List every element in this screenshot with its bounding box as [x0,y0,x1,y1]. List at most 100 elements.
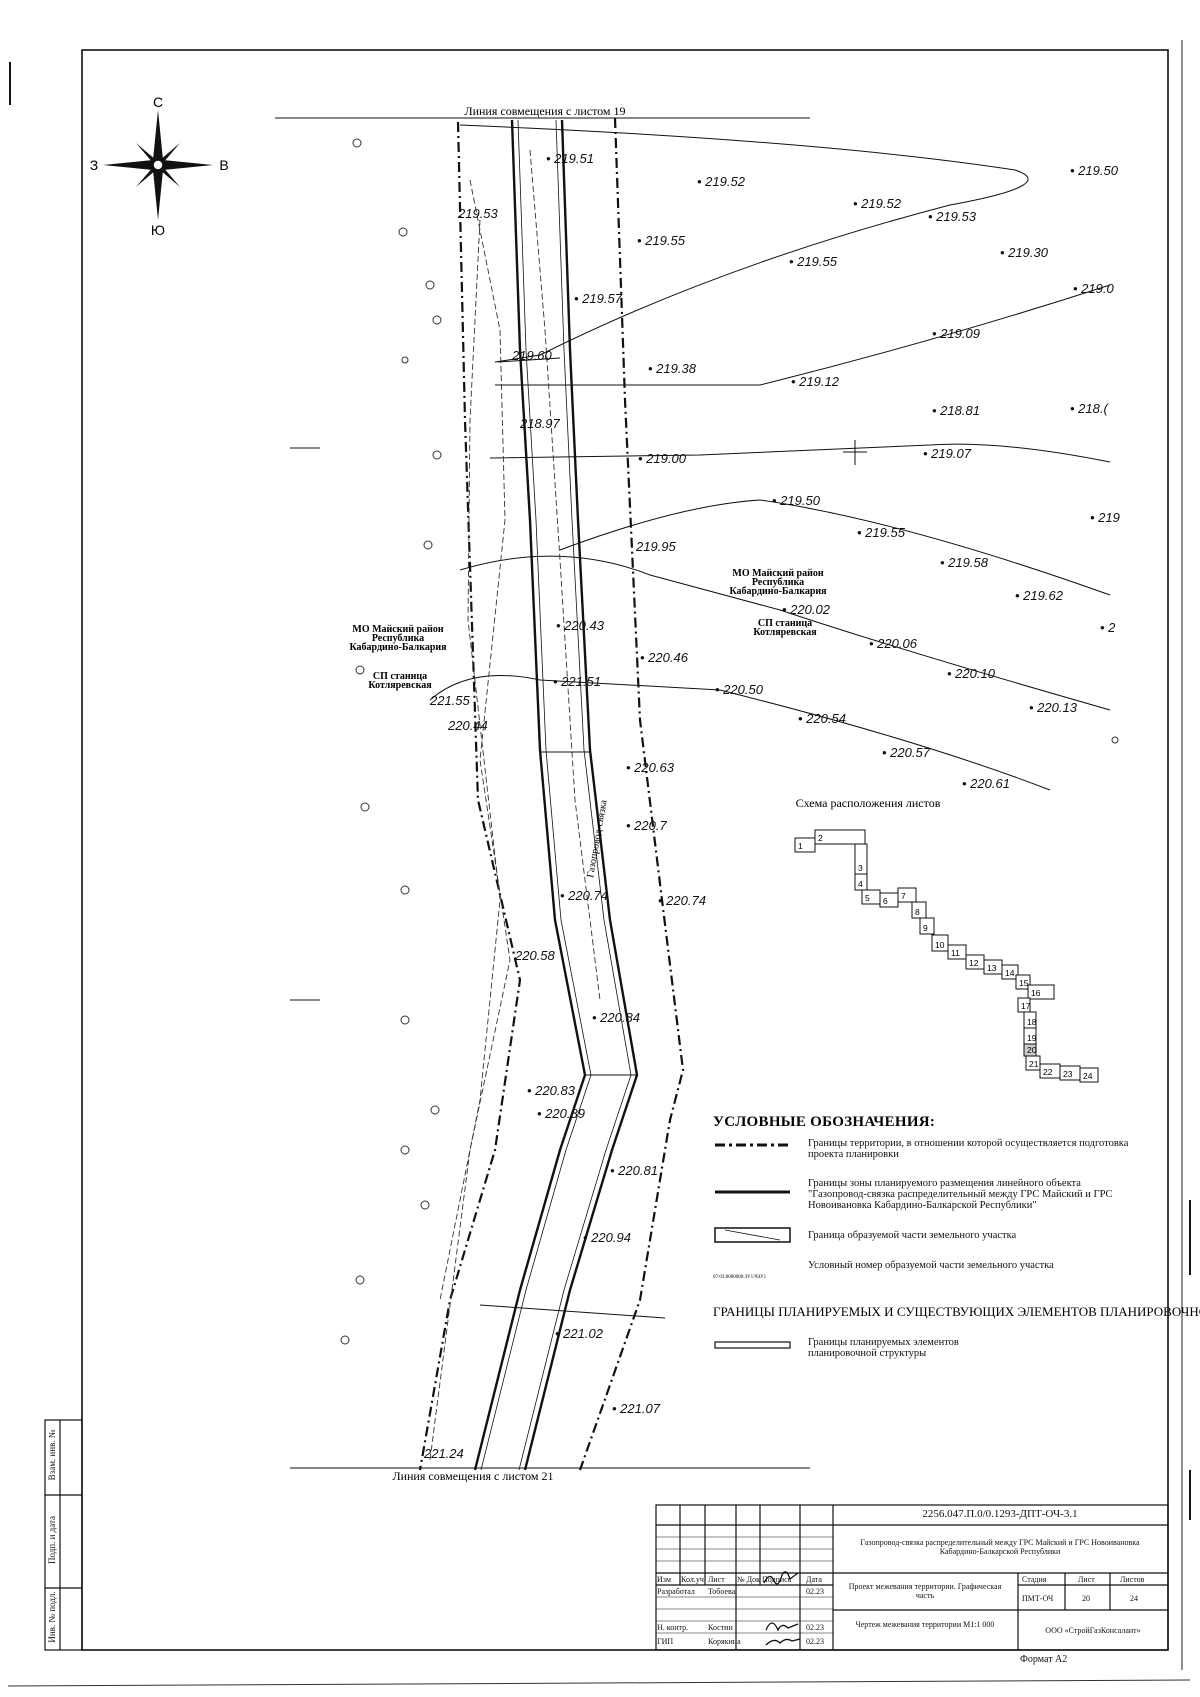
scheme-sheet-label: 19 [1027,1033,1037,1043]
side-stamp-inv: Инв. № подл. [47,1591,57,1643]
elevation-label: • 219.07 [923,446,972,461]
pipeline-corridor [473,119,639,1471]
tb-stage-header: Стадия [1022,1575,1047,1584]
elevation-label: • 219.50 [772,493,821,508]
elevation-label: • 220.74 [560,888,608,903]
match-line-top-label: Линия совмещения с листом 19 [464,104,625,118]
region-label-line: МО Майский район [732,568,823,579]
tb-drawing-name: Чертеж межевания территории М1:1 000 [855,1620,995,1629]
elevation-label: • 220.94 [583,1230,631,1245]
elevation-label: • 219.55 [789,254,838,269]
region-labels: МО Майский район Республика Кабардино-Ба… [349,568,827,691]
tb-date-developer: 02.23 [806,1587,824,1596]
legend-item-structure-element: Границы планируемых элементов планировоч… [808,1337,959,1359]
region-label-line: СП станица [758,618,812,629]
tb-role-nkontr: Н. контр. [657,1623,689,1632]
scheme-sheet-box [911,901,927,919]
elevation-label: • 221.02 [555,1326,604,1341]
elevation-label: • 221.51 [553,674,601,689]
tb-col-kolich: Кол.уч [681,1575,704,1584]
elevation-label: 221.55 [429,693,471,708]
legend-item-land-part-number: Условный номер образуемой части земельно… [808,1260,1054,1271]
scheme-sheet-box [897,887,917,903]
region-label-line: Республика [752,577,804,588]
elevation-label: • 221.07 [612,1401,661,1416]
side-stamp-vzam: Взам. инв. № [47,1429,57,1481]
tb-section-name: Проект межевания территории. Графическая… [848,1582,1002,1600]
tb-role-developer: Разработал [657,1587,695,1596]
scheme-sheet-label: 22 [1043,1067,1053,1077]
cross-lines [290,357,867,1319]
scheme-sheet-label: 20 [1027,1045,1037,1055]
title-block-frame [655,1504,1169,1651]
elevation-label: 220.58 [514,948,556,963]
tb-format: Формат А2 [1020,1654,1068,1665]
title-block-object: Газопровод-связка распределительный межд… [860,1538,1140,1556]
elevation-label: • 219.58 [940,555,989,570]
legend-item-corridor: Границы зоны планируемого размещения лин… [808,1178,1113,1211]
legend-item-land-part: Граница образуемой части земельного учас… [808,1230,1017,1241]
elevation-label: • 219.55 [857,525,906,540]
scheme-sheet-label: 3 [858,863,863,873]
elevation-label: • 219.00 [638,451,687,466]
legend-title: УСЛОВНЫЕ ОБОЗНАЧЕНИЯ: [713,1114,935,1130]
legend-symbol-structure-element [714,1341,791,1349]
scheme-sheet-box [947,944,967,960]
scheme-sheet-box [931,934,949,952]
compass-north: С [153,94,163,110]
scheme-sheet-box [854,873,868,891]
elevation-label: • 219.12 [791,374,840,389]
elevation-label: 220.44 [447,718,488,733]
elevation-label: • 2 [1100,620,1116,635]
contour-lines [429,124,1111,791]
match-line-bottom-label: Линия совмещения с листом 21 [392,1469,553,1483]
elevation-label: 219.60 [511,348,553,363]
tb-date-gip: 02.23 [806,1637,824,1646]
elevation-label: • 220.63 [626,760,675,775]
tb-company: ООО «СтройГазКонсалант» [1045,1626,1141,1635]
scheme-sheet-label: 14 [1005,968,1015,978]
elevation-label: • 219.50 [1070,163,1119,178]
side-stamp-podp: Подп. и дата [47,1515,57,1565]
scheme-sheet-label: 16 [1031,988,1041,998]
elevation-label: • 220.57 [882,745,931,760]
tb-col-date: Дата [806,1575,822,1584]
signature-marks [763,1571,801,1646]
legend-symbol-land-part-hatch [724,1229,781,1241]
scheme-sheet-label: 13 [987,963,997,973]
scheme-sheet-label: 10 [935,940,945,950]
tb-date-nkontr: 02.23 [806,1623,824,1632]
scheme-sheet-label: 15 [1019,978,1029,988]
elevation-label: • 220.83 [527,1083,576,1098]
scheme-sheet-box [1001,964,1019,980]
scheme-sheet-label: 21 [1029,1059,1039,1069]
tb-sheets-value: 24 [1130,1594,1138,1603]
tb-col-izm: Изм [657,1575,671,1584]
elevation-label: • 218.81 [932,403,980,418]
compass-east: В [219,157,228,173]
legend-item-planning-boundary: Границы территории, в отношении которой … [808,1138,1129,1160]
elevation-label: • 219.53 [928,209,977,224]
scheme-sheet-label: 17 [1021,1001,1031,1011]
scheme-sheet-box [1079,1067,1099,1083]
scheme-sheet-label: 4 [858,879,863,889]
elevation-label: • 220.81 [610,1163,658,1178]
elevation-label: • 219.09 [932,326,980,341]
land-part-boundaries [429,149,601,1461]
region-label-line: Кабардино-Балкария [349,642,447,653]
elevation-label: • 219.38 [648,361,697,376]
elevation-label: • 220.74 [658,893,706,908]
scheme-sheet-label: 5 [865,893,870,903]
elevation-label: • 219.0 [1073,281,1114,296]
elevation-label: • 220.46 [640,650,689,665]
tb-sheet-value: 20 [1082,1594,1090,1603]
elevation-label: • 220.89 [537,1106,585,1121]
scheme-sheet-label: 12 [969,958,979,968]
region-label-line: Республика [372,633,424,644]
tb-col-doc: № Док [737,1575,760,1584]
scheme-sheet-label: 18 [1027,1017,1037,1027]
scheme-sheet-box [1015,974,1031,990]
planning-boundary [418,117,685,1471]
